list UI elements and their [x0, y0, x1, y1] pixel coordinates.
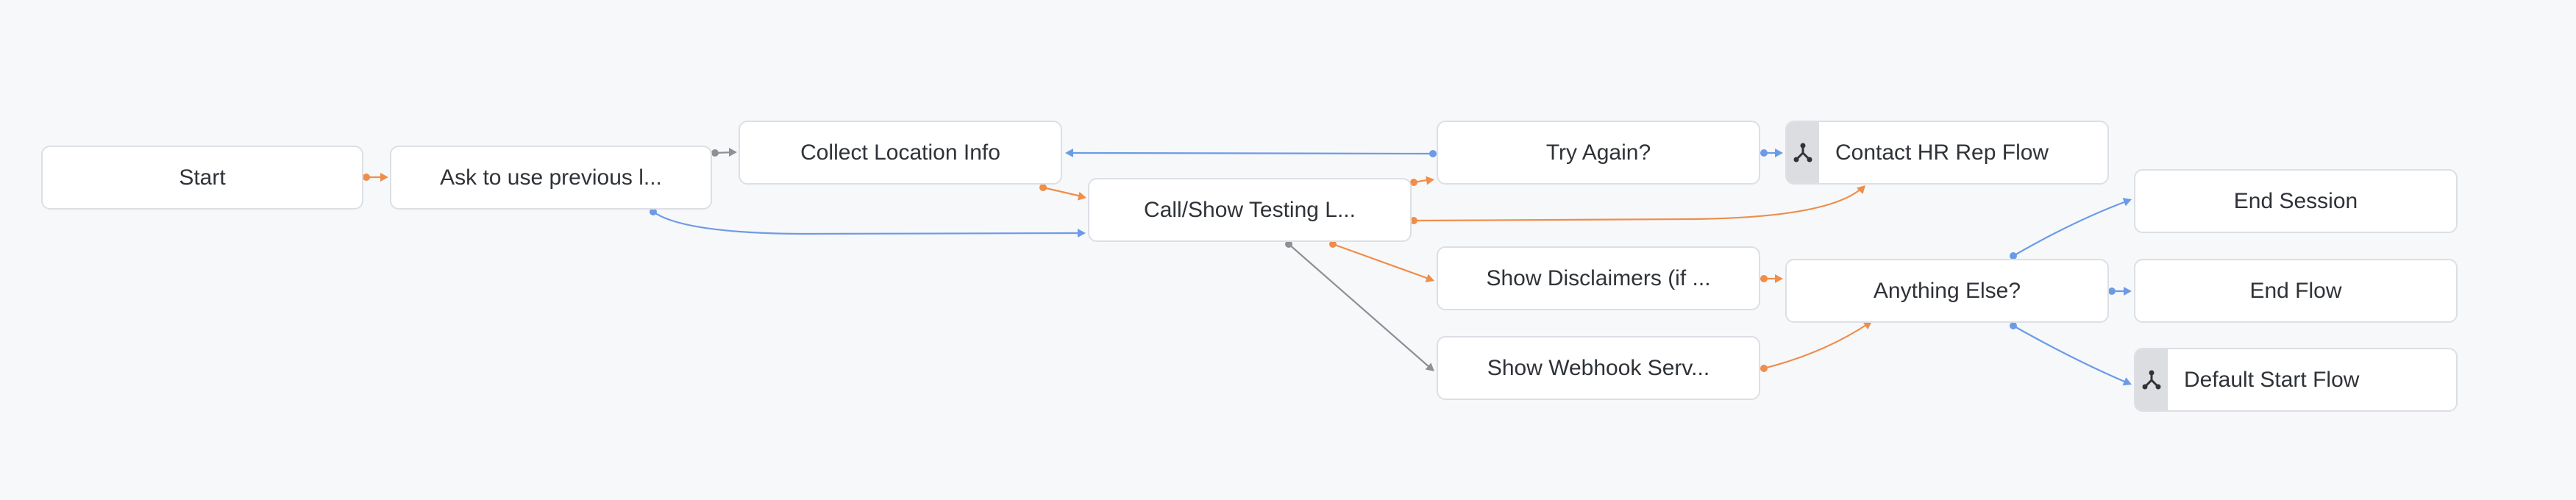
edge-anything_else-to-end_session[interactable]	[2010, 195, 2133, 260]
node-show-disclaimers[interactable]: Show Disclaimers (if ...	[1437, 246, 1760, 310]
node-label: End Session	[2233, 188, 2358, 213]
edge-ask_previous-to-call_show_testing[interactable]	[650, 208, 1086, 238]
node-label: Show Webhook Serv...	[1487, 355, 1710, 380]
edge-call_show_testing-to-contact_hr[interactable]	[1410, 182, 1868, 224]
edge-anything_else-to-end_flow[interactable]	[2108, 287, 2132, 296]
node-show-webhook[interactable]: Show Webhook Serv...	[1437, 336, 1760, 400]
edge-line	[1413, 186, 1864, 222]
edge-source-dot	[2010, 252, 2017, 260]
edge-show_webhook-to-anything_else[interactable]	[1760, 318, 1874, 372]
edge-source-dot	[1410, 179, 1417, 186]
node-label: End Flow	[2249, 278, 2342, 303]
edge-collect_location-to-call_show_testing[interactable]	[1039, 184, 1087, 202]
edge-source-dot	[650, 208, 657, 215]
node-collect-location[interactable]: Collect Location Info	[739, 121, 1062, 185]
edge-source-dot	[1285, 240, 1292, 248]
edge-arrowhead	[1078, 229, 1086, 238]
node-label: Start	[179, 165, 226, 190]
node-label: Ask to use previous l...	[440, 165, 662, 190]
edge-call_show_testing-to-show_disclaimers[interactable]	[1329, 240, 1436, 285]
edge-line	[652, 211, 1082, 235]
edge-arrowhead	[1856, 185, 1865, 195]
edge-arrowhead	[2122, 377, 2132, 386]
node-label: Call/Show Testing L...	[1144, 197, 1356, 222]
edge-arrowhead	[2122, 198, 2132, 207]
edge-line	[1763, 323, 1869, 370]
edge-source-dot	[1410, 217, 1417, 224]
node-label: Default Start Flow	[2184, 367, 2360, 392]
edge-arrowhead	[1426, 176, 1434, 185]
edge-line	[1288, 243, 1431, 368]
edge-source-dot	[363, 174, 370, 181]
edge-source-dot	[1429, 150, 1437, 157]
edge-arrowhead	[2124, 287, 2132, 296]
edge-arrowhead	[1065, 149, 1073, 157]
flow-split-icon	[1787, 122, 1819, 183]
edge-call_show_testing-to-show_webhook[interactable]	[1285, 240, 1437, 375]
edge-call_show_testing-to-try_again[interactable]	[1410, 175, 1435, 186]
edge-line	[1332, 243, 1431, 281]
edge-source-dot	[2010, 322, 2017, 329]
edge-start-to-ask_previous[interactable]	[363, 173, 388, 182]
node-try-again[interactable]: Try Again?	[1437, 121, 1760, 185]
edge-arrowhead	[1775, 274, 1783, 283]
edge-source-dot	[1039, 184, 1047, 191]
node-label: Collect Location Info	[800, 140, 1000, 165]
edge-arrowhead	[1775, 149, 1783, 157]
edge-source-dot	[1760, 149, 1768, 157]
node-label: Contact HR Rep Flow	[1835, 140, 2049, 165]
edge-line	[2013, 199, 2129, 257]
edge-source-dot	[711, 149, 719, 157]
node-ask-previous[interactable]: Ask to use previous l...	[390, 146, 712, 210]
edge-source-dot	[1329, 240, 1337, 248]
edge-ask_previous-to-collect_location[interactable]	[711, 148, 737, 157]
node-label: Try Again?	[1545, 140, 1651, 165]
edge-source-dot	[1760, 275, 1768, 282]
node-end-flow[interactable]: End Flow	[2134, 259, 2458, 323]
edge-source-dot	[1760, 365, 1768, 372]
edge-anything_else-to-default_start[interactable]	[2010, 322, 2133, 389]
edge-line	[1042, 186, 1082, 198]
edge-line	[1067, 151, 1434, 155]
node-start[interactable]: Start	[41, 146, 363, 210]
node-default-start-flow[interactable]: Default Start Flow	[2134, 348, 2458, 412]
edge-try_again-to-collect_location[interactable]	[1065, 149, 1437, 157]
edge-arrowhead	[380, 173, 388, 182]
node-call-show-testing[interactable]: Call/Show Testing L...	[1088, 178, 1412, 242]
node-anything-else[interactable]: Anything Else?	[1785, 259, 2109, 323]
edge-show_disclaimers-to-anything_else[interactable]	[1760, 274, 1783, 283]
edge-arrowhead	[1425, 362, 1434, 371]
flow-split-icon	[2135, 349, 2168, 410]
node-label: Show Disclaimers (if ...	[1486, 265, 1711, 290]
edge-line	[2013, 325, 2129, 385]
node-contact-hr-flow[interactable]: Contact HR Rep Flow	[1785, 121, 2109, 185]
edge-arrowhead	[1077, 191, 1086, 201]
edge-try_again-to-contact_hr[interactable]	[1760, 149, 1783, 157]
node-label: Anything Else?	[1873, 278, 2021, 303]
edge-arrowhead	[1425, 274, 1434, 282]
node-end-session[interactable]: End Session	[2134, 169, 2458, 233]
edge-source-dot	[2108, 288, 2116, 295]
edge-arrowhead	[729, 148, 737, 157]
edge-arrowhead	[1862, 321, 1872, 330]
